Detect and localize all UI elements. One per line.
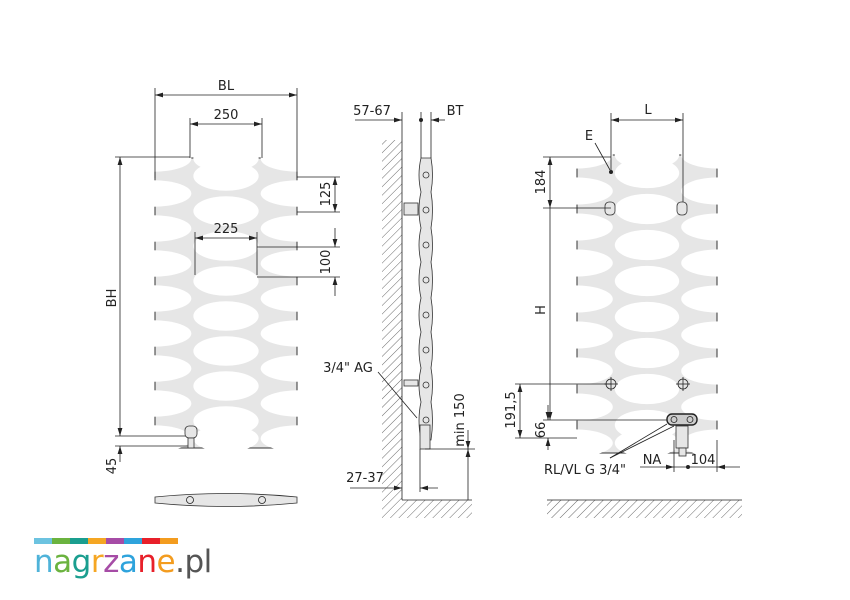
bottom-offset-label: 66 — [534, 422, 549, 439]
side-tube-circle — [422, 206, 430, 214]
pitch-label: 250 — [214, 108, 239, 123]
oval-width-label: 225 — [214, 222, 239, 237]
logo-letter: z — [103, 544, 119, 580]
logo-letter: e — [156, 544, 176, 580]
logo-color-bars — [34, 538, 212, 544]
na-label: NA — [643, 453, 662, 468]
side-radiator-profile — [418, 157, 433, 441]
logo-letter: n — [34, 544, 54, 580]
front-dimensions — [115, 88, 340, 507]
logo-bar — [142, 538, 160, 544]
top-offset-label: 184 — [534, 170, 549, 195]
logo-bar — [160, 538, 178, 544]
rear-view-radiator — [576, 154, 718, 454]
top-view-radiator — [154, 493, 298, 507]
logo-bar — [52, 538, 70, 544]
logo-letter: n — [137, 544, 157, 580]
h-height-label: H — [534, 305, 549, 315]
oval-height-label: 100 — [319, 250, 334, 275]
side-tube-circle — [422, 346, 430, 354]
side-tube-circle — [422, 241, 430, 249]
side-tube-circle — [422, 381, 430, 389]
rear-dimensions — [515, 113, 742, 518]
spacing-label: L — [644, 103, 652, 118]
logo-letter: g — [71, 544, 92, 580]
logo-text: nagrzane.pl — [34, 545, 212, 579]
depth-label: BT — [447, 104, 464, 119]
logo-letter: r — [90, 544, 104, 580]
logo-bar — [106, 538, 124, 544]
floor-offset-label: 27-37 — [346, 471, 384, 486]
logo-bar — [70, 538, 88, 544]
logo-letter: .pl — [175, 544, 212, 580]
offset-104-label: 104 — [691, 453, 716, 468]
side-tube-circle — [422, 276, 430, 284]
connection-label: 3/4" AG — [323, 361, 373, 376]
bottom-label: 45 — [105, 458, 120, 475]
side-tube-circle — [422, 171, 430, 179]
row-pitch-label: 125 — [319, 182, 334, 207]
bracket-label: E — [585, 129, 593, 144]
side-view — [350, 112, 475, 518]
side-tube-circle — [422, 416, 430, 424]
front-view-radiator — [154, 157, 298, 449]
valve-label: RL/VL G 3/4" — [544, 463, 626, 478]
logo-bar — [124, 538, 142, 544]
logo-bar — [88, 538, 106, 544]
logo-letter: a — [53, 544, 72, 580]
height-label: BH — [105, 289, 120, 308]
nagrzane-logo[interactable]: nagrzane.pl — [34, 538, 212, 579]
logo-letter: a — [118, 544, 138, 580]
width-label: BL — [218, 79, 235, 94]
radiator-body — [576, 154, 718, 454]
radiator-body — [154, 157, 298, 449]
min-distance-label: min 150 — [453, 393, 468, 446]
lower-offset-label: 191,5 — [504, 391, 519, 428]
logo-bar — [34, 538, 52, 544]
wall-distance-label: 57-67 — [353, 104, 391, 119]
side-tube-circle — [422, 311, 430, 319]
